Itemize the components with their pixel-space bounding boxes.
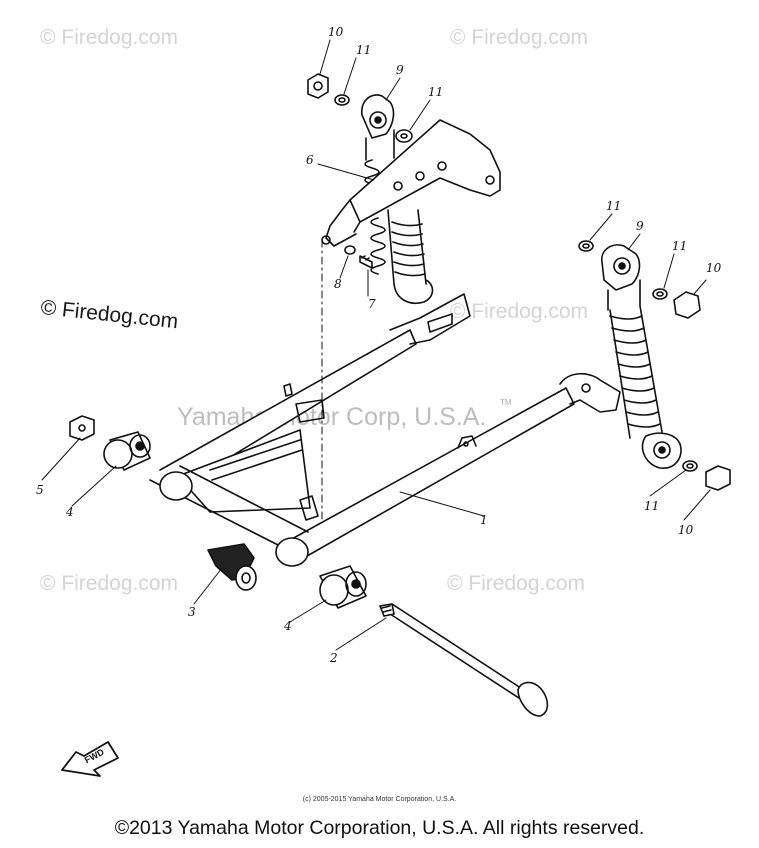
callout-c6: 6	[306, 153, 314, 167]
callout-c3: 3	[188, 605, 196, 619]
callout-c10c: 10	[678, 523, 694, 537]
shock-bracket	[321, 119, 501, 247]
callout-c9a: 9	[396, 63, 404, 77]
small-copyright: (c) 2005-2015 Yamaha Motor Corporation, …	[302, 796, 457, 803]
tm-mark: TM	[500, 398, 512, 407]
center-watermark: Yamaha Motor Corp, U.S.A.	[177, 403, 486, 432]
bolt-and-washer	[344, 245, 373, 269]
watermark-text: Firedog.com	[61, 572, 179, 595]
watermark-text: Firedog.com	[471, 26, 589, 49]
callout-c8: 8	[334, 277, 342, 291]
watermark-mid-right: © Firedog.com	[450, 300, 589, 323]
watermark-top-right: © Firedog.com	[450, 26, 589, 49]
footer-copyright: ©2013 Yamaha Motor Corporation, U.S.A. A…	[114, 817, 645, 839]
watermark-text: Firedog.com	[471, 300, 589, 323]
center-watermark-text: Yamaha Motor Corp, U.S.A.	[177, 403, 487, 431]
pivot-shaft	[379, 603, 549, 717]
rear-shock-absorber-right	[601, 244, 682, 469]
callout-c9b: 9	[636, 219, 644, 233]
callout-c10a: 10	[328, 25, 344, 39]
callout-c4a: 4	[65, 505, 74, 519]
callout-c1: 1	[480, 513, 488, 527]
bushing-left	[103, 431, 151, 471]
callout-c2: 2	[329, 651, 338, 665]
callout-c4b: 4	[283, 619, 292, 633]
swing-arm	[149, 293, 621, 567]
nut-pivot-left	[69, 415, 95, 441]
watermark-text: Firedog.com	[61, 26, 179, 49]
rear-shock-absorber-left	[361, 94, 434, 304]
callout-c7: 7	[368, 297, 376, 311]
callout-c11d: 11	[672, 239, 687, 253]
watermark-text: Firedog.com	[468, 572, 586, 595]
bushing-right	[319, 565, 367, 609]
callout-c10b: 10	[706, 261, 722, 275]
callout-c11a: 11	[356, 43, 371, 57]
watermark-bottom-left: © Firedog.com	[40, 572, 179, 595]
callout-c5: 5	[36, 483, 44, 497]
watermark-top-left: © Firedog.com	[40, 26, 179, 49]
callout-c11e: 11	[644, 499, 659, 513]
callout-c11b: 11	[428, 85, 443, 99]
chain-guard	[207, 543, 257, 591]
fwd-arrow-icon	[61, 741, 119, 777]
watermark-bottom-right: © Firedog.com	[447, 572, 586, 595]
leader-lines	[41, 39, 711, 651]
nut-right	[578, 240, 731, 491]
callout-c11c: 11	[606, 199, 621, 213]
nut-top-left	[307, 73, 413, 143]
